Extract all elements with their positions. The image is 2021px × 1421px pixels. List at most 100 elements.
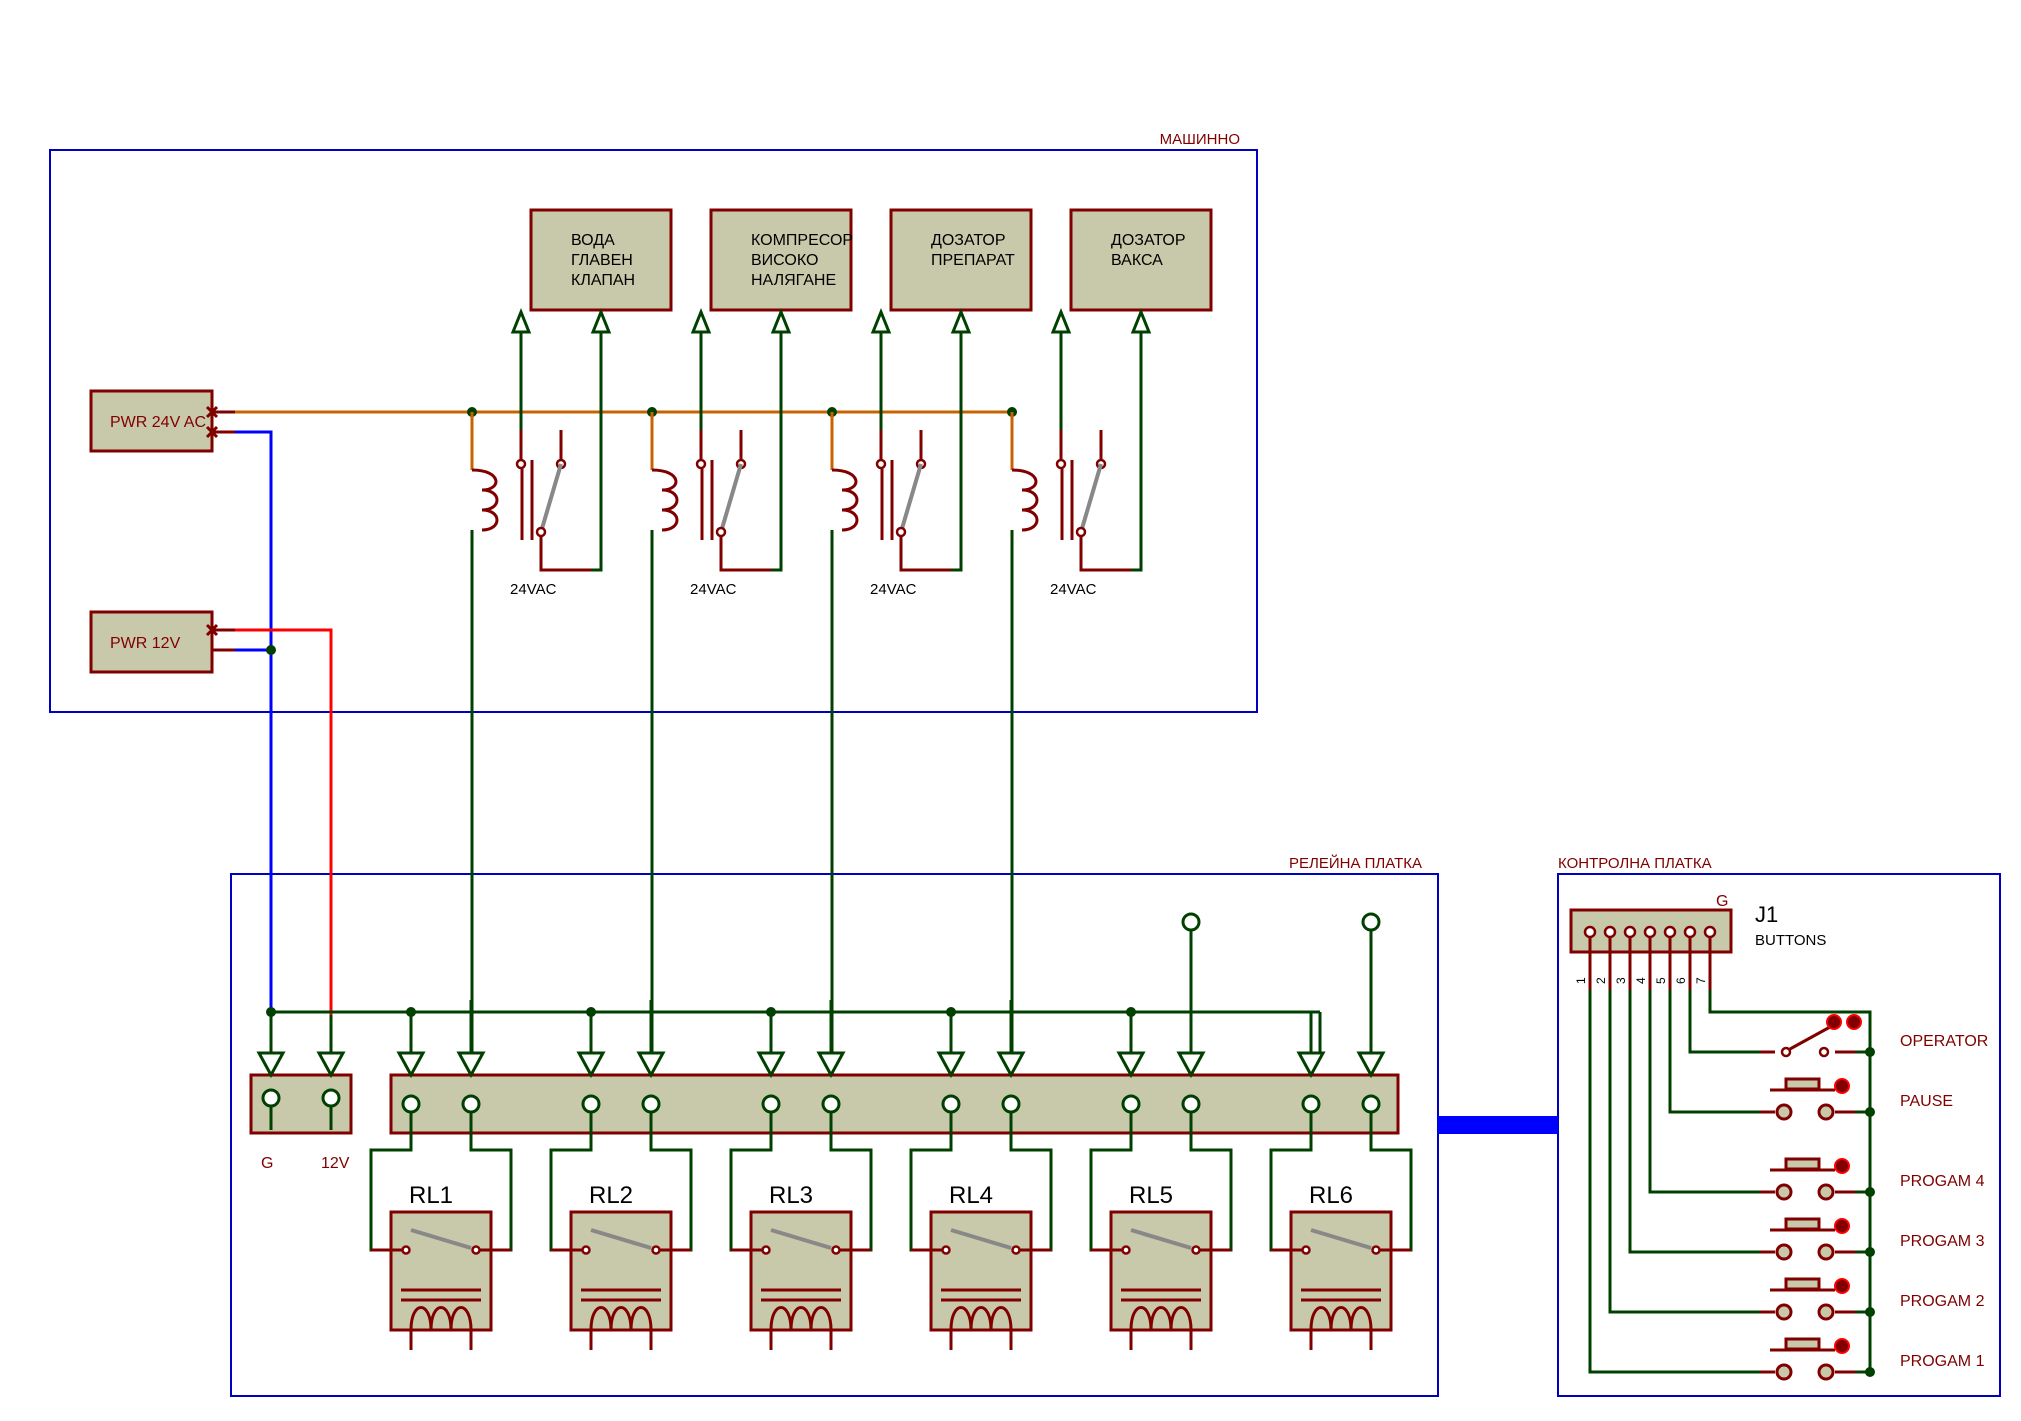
button-wire <box>1628 990 1770 1254</box>
switch-blade <box>1130 1228 1192 1250</box>
relay-module: RL6 <box>1269 912 1413 1350</box>
relay-coil-icon <box>769 1306 833 1350</box>
arrow-down-icon <box>456 1051 486 1079</box>
load-wire-2 <box>591 320 603 572</box>
relay-coil-icon <box>589 1306 653 1350</box>
relay-module: RL4 <box>909 1000 1053 1350</box>
j1-pin-number: 7 <box>1694 977 1708 984</box>
contact-pin-icon <box>715 526 727 538</box>
machine-relay: 24VAC <box>827 307 972 1075</box>
j1-pin-number: 2 <box>1594 977 1608 984</box>
load-wire-2 <box>1131 320 1143 572</box>
switch-blade <box>539 463 563 533</box>
load-box-label: ДОЗАТОР <box>931 232 1006 249</box>
contact-pin-icon <box>1121 1245 1131 1255</box>
switch-blade <box>899 463 923 533</box>
j1-pin-number: 3 <box>1614 977 1628 984</box>
relay-label: RL5 <box>1129 1182 1173 1209</box>
terminal-pin <box>821 1094 841 1114</box>
junction-dot <box>1865 1187 1875 1197</box>
arrow-up-icon <box>690 307 712 334</box>
relay-body <box>929 1210 1033 1332</box>
cross-terminal-icon <box>205 405 219 419</box>
j1-pin-number: 1 <box>1574 977 1588 984</box>
load-wire-2 <box>771 320 783 572</box>
load-box-label: КЛАПАН <box>571 272 635 289</box>
contact-pin-icon <box>761 1245 771 1255</box>
button-label: PROGAM 1 <box>1900 1353 1985 1370</box>
terminal-pin <box>401 1094 421 1114</box>
button-pin-icon <box>1817 1103 1835 1121</box>
contact-pin-icon <box>651 1245 661 1255</box>
junction-dot <box>1865 1307 1875 1317</box>
machine-relay: 24VAC <box>1007 307 1152 1075</box>
relay-voltage-label: 24VAC <box>1050 581 1097 598</box>
contact-pin-icon <box>1075 526 1087 538</box>
relay-coil-icon <box>651 468 679 532</box>
contact-pin-icon <box>1011 1245 1021 1255</box>
relay-label: RL6 <box>1309 1182 1353 1209</box>
cross-terminal-icon <box>205 623 219 637</box>
terminal-pin <box>1181 1094 1201 1114</box>
cross-terminal-icon <box>205 425 219 439</box>
power-pin-label: G <box>261 1155 273 1172</box>
button-operator: OPERATOR <box>1688 990 1988 1058</box>
button-pin-icon <box>1775 1363 1793 1381</box>
state-indicator-icon <box>1834 1078 1850 1094</box>
relay-module: RL1 <box>369 1000 513 1350</box>
junction-dot <box>266 1007 276 1017</box>
relay-board-frame-title: РЕЛЕЙНА ПЛАТКА <box>1289 854 1422 872</box>
control-board-frame-title: КОНТРОЛНА ПЛАТКА <box>1558 855 1712 872</box>
contact-pin-icon <box>1371 1245 1381 1255</box>
terminal-pin <box>581 1094 601 1114</box>
machine-section: ВОДАГЛАВЕНКЛАПАН24VACКОМПРЕСОРВИСОКОНАЛЯ… <box>205 208 1213 1075</box>
open-terminal-icon <box>1361 912 1381 932</box>
terminal-pin <box>941 1094 961 1114</box>
load-box-body <box>529 208 673 312</box>
arrow-down-icon <box>576 1051 606 1079</box>
contact-pin-icon <box>535 526 547 538</box>
button-label: PROGAM 3 <box>1900 1233 1985 1250</box>
switch-blade <box>590 1228 652 1250</box>
load-box-label: ДОЗАТОР <box>1111 232 1186 249</box>
button-pin-icon <box>1775 1103 1793 1121</box>
button-progam-2: PROGAM 2 <box>1608 990 1985 1321</box>
arrow-down-icon <box>936 1051 966 1079</box>
arrow-down-icon <box>756 1051 786 1079</box>
state-indicator-icon <box>1834 1158 1850 1174</box>
power-pin-label: 12V <box>321 1155 350 1172</box>
button-pin-icon <box>1775 1183 1793 1201</box>
arrow-down-icon <box>1176 1051 1206 1079</box>
button-pin-icon <box>1817 1183 1835 1201</box>
load-box-label: ВАКСА <box>1111 252 1163 269</box>
load-box: ДОЗАТОР ВАКСА <box>1069 208 1213 312</box>
contact-lead <box>1079 536 1131 572</box>
terminal-pin <box>1001 1094 1021 1114</box>
button-pin-icon <box>1817 1303 1835 1321</box>
load-box-body <box>709 208 853 312</box>
button-progam-3: PROGAM 3 <box>1628 990 1985 1261</box>
relay-label: RL2 <box>589 1182 633 1209</box>
state-indicator-icon <box>1834 1218 1850 1234</box>
load-wire-2 <box>951 320 963 572</box>
button-progam-1: PROGAM 1 <box>1588 990 1985 1381</box>
j1-pin-number: 6 <box>1674 977 1688 984</box>
machine-frame-title: МАШИННО <box>1160 131 1240 148</box>
relay-body <box>569 1210 673 1332</box>
j1-pin <box>1703 925 1717 939</box>
arrow-down-icon <box>636 1051 666 1079</box>
junction-dot <box>1865 1247 1875 1257</box>
button-pin-icon <box>1817 1363 1835 1381</box>
pwr-24vac-source: PWR 24V AC <box>89 389 214 453</box>
contact-pin-icon <box>1191 1245 1201 1255</box>
j1-pin <box>1583 925 1597 939</box>
load-box-label: КОМПРЕСОР <box>751 232 853 249</box>
relay-coil-icon <box>409 1306 473 1350</box>
relay-label: RL4 <box>949 1182 993 1209</box>
load-box-label: ГЛАВЕН <box>571 252 633 269</box>
arrow-down-icon <box>1116 1051 1146 1079</box>
relay-label: RL3 <box>769 1182 813 1209</box>
